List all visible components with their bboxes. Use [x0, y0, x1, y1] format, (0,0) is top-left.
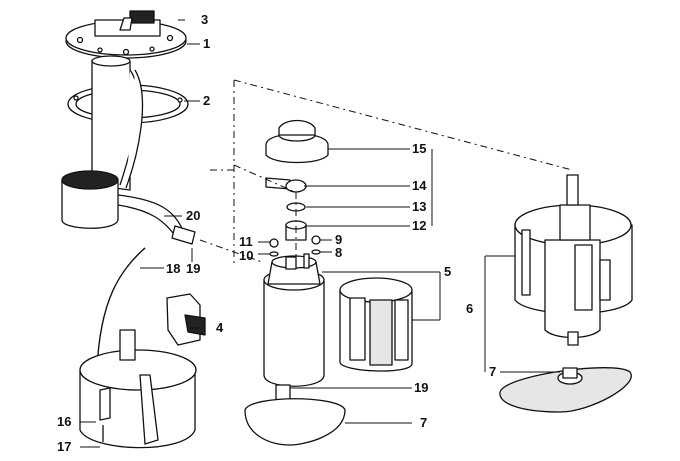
- flange-cover-part: [65, 10, 187, 59]
- callout-19-left: 19: [186, 261, 201, 276]
- callout-11: 11: [239, 234, 253, 249]
- callout-16: 16: [57, 414, 72, 429]
- filter-screen-right-part: [499, 367, 632, 413]
- callout-19-center: 19: [414, 380, 429, 395]
- callout-5: 5: [444, 264, 452, 279]
- callout-14: 14: [412, 178, 427, 193]
- callout-2: 2: [203, 93, 211, 108]
- callout-7-center: 7: [420, 415, 428, 430]
- callout-20: 20: [186, 208, 201, 223]
- pump-housing-right-part: [514, 174, 633, 346]
- callout-17: 17: [57, 439, 72, 454]
- bracket-part: [166, 293, 206, 346]
- callout-7-right: 7: [489, 364, 497, 379]
- fuel-pump-part: [263, 253, 325, 387]
- reservoir-cup-part: [61, 170, 186, 241]
- callout-3: 3: [201, 12, 209, 27]
- callout-18: 18: [166, 261, 181, 276]
- callout-10: 10: [239, 248, 254, 263]
- callout-8: 8: [335, 245, 343, 260]
- callout-12: 12: [412, 218, 427, 233]
- callout-13: 13: [412, 199, 427, 214]
- callout-6: 6: [466, 301, 474, 316]
- callout-9: 9: [335, 232, 343, 247]
- strainer-clip-part: [275, 384, 291, 401]
- pump-cage-part: [339, 277, 413, 372]
- lower-housing-part: [79, 329, 197, 449]
- hose-part: [96, 225, 196, 371]
- callout-15: 15: [412, 141, 427, 156]
- callout-1: 1: [203, 36, 211, 51]
- pump-cap-part: [265, 119, 329, 164]
- callout-4: 4: [216, 320, 224, 335]
- filter-plate-part: [244, 398, 346, 446]
- nipple-part: [265, 177, 307, 193]
- sender-tube-part: [91, 55, 144, 191]
